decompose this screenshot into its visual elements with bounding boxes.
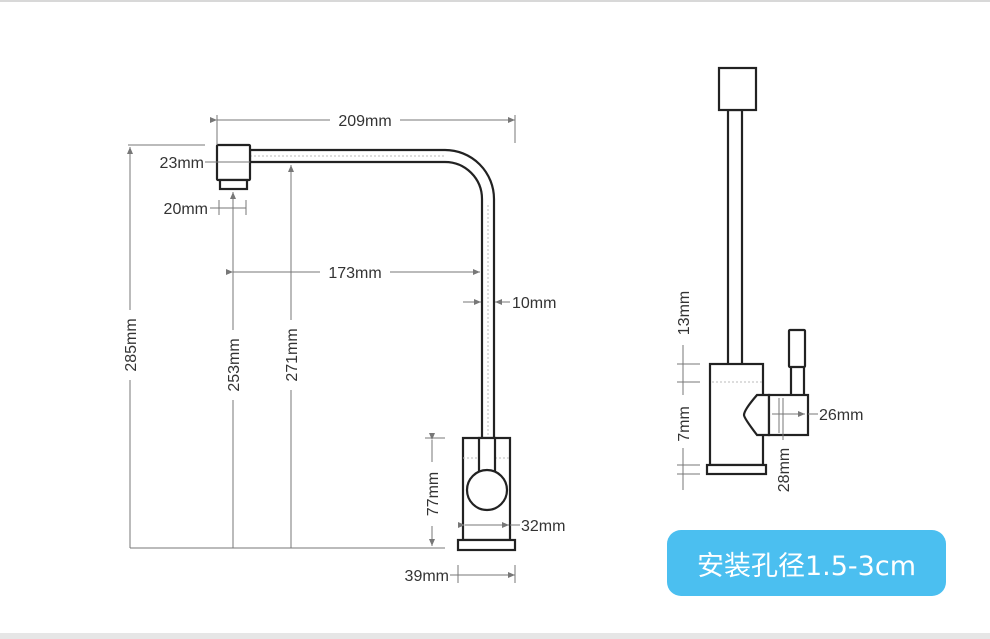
label-173mm: 173mm	[328, 265, 381, 282]
label-285mm: 285mm	[123, 318, 140, 371]
label-13mm: 13mm	[676, 291, 693, 335]
label-10mm: 10mm	[512, 295, 556, 312]
side-view-labels: 209mm 23mm 20mm 285mm 253mm 271mm 173mm …	[120, 111, 565, 585]
label-209mm: 209mm	[338, 113, 391, 130]
label-26mm: 26mm	[819, 407, 863, 424]
label-77mm: 77mm	[425, 472, 442, 516]
label-253mm: 253mm	[226, 338, 243, 391]
label-20mm: 20mm	[164, 201, 208, 218]
front-view-faucet	[705, 66, 810, 476]
label-32mm: 32mm	[521, 518, 565, 535]
label-7mm: 7mm	[676, 406, 693, 442]
top-divider	[0, 0, 990, 2]
side-view-dimensions	[127, 115, 520, 583]
label-28mm: 28mm	[776, 448, 793, 492]
label-39mm: 39mm	[405, 568, 449, 585]
side-view-faucet	[215, 143, 517, 552]
front-view-dimensions: 13mm 7mm 26mm 28mm	[673, 283, 863, 492]
mounting-hole-badge: 安装孔径1.5-3cm	[667, 530, 946, 596]
label-23mm: 23mm	[160, 155, 204, 172]
bottom-divider	[0, 633, 990, 639]
label-271mm: 271mm	[284, 328, 301, 381]
